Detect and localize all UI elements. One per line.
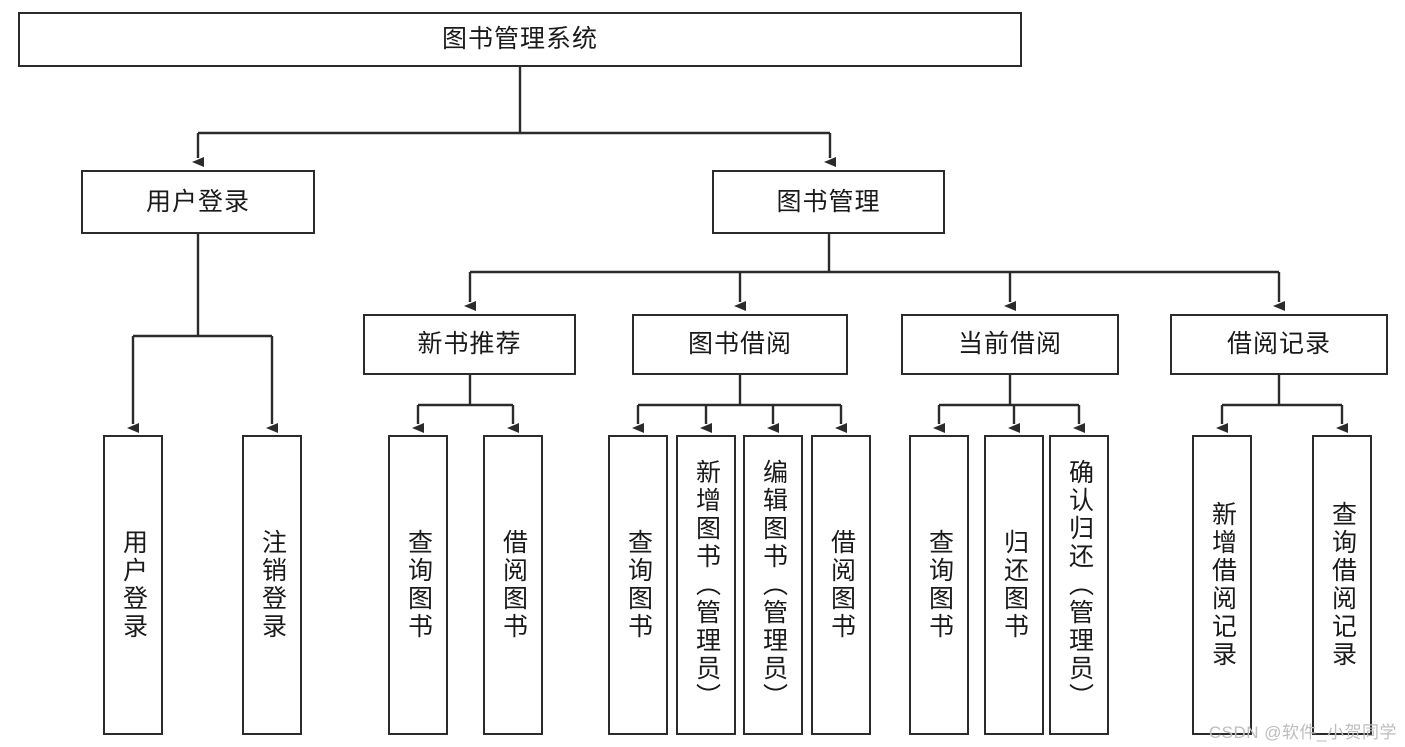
node-borrow-record[interactable]: 借阅记录 <box>1170 314 1388 375</box>
node-borrow-record-label: 借阅记录 <box>1226 330 1331 358</box>
node-book-manage[interactable]: 图书管理 <box>712 170 945 234</box>
node-leaf-query-book-1[interactable]: 查询图书 <box>388 435 448 735</box>
node-leaf-confirm-return-label: 确认归还（管理员） <box>1065 459 1094 711</box>
node-leaf-query-record-label: 查询借阅记录 <box>1328 501 1357 669</box>
node-leaf-add-record-label: 新增借阅记录 <box>1208 501 1237 669</box>
node-leaf-user-login[interactable]: 用户登录 <box>103 435 163 735</box>
node-leaf-return-book-label: 归还图书 <box>1000 529 1029 641</box>
node-leaf-edit-book[interactable]: 编辑图书（管理员） <box>743 435 803 735</box>
node-leaf-user-login-label: 用户登录 <box>119 529 148 641</box>
node-leaf-query-book-1-label: 查询图书 <box>404 529 433 641</box>
node-leaf-query-book-2[interactable]: 查询图书 <box>608 435 668 735</box>
node-leaf-borrow-book-2[interactable]: 借阅图书 <box>811 435 871 735</box>
node-leaf-add-record[interactable]: 新增借阅记录 <box>1192 435 1252 735</box>
node-leaf-borrow-book-1-label: 借阅图书 <box>499 529 528 641</box>
node-leaf-add-book[interactable]: 新增图书（管理员） <box>676 435 736 735</box>
node-current-borrow[interactable]: 当前借阅 <box>901 314 1119 375</box>
node-current-borrow-label: 当前借阅 <box>957 330 1062 358</box>
node-leaf-user-logout[interactable]: 注销登录 <box>242 435 302 735</box>
watermark: CSDN @软件_小贺同学 <box>1208 723 1397 742</box>
node-new-book-recommend-label: 新书推荐 <box>417 330 522 358</box>
node-root[interactable]: 图书管理系统 <box>18 12 1022 67</box>
node-root-label: 图书管理系统 <box>441 25 598 53</box>
node-leaf-borrow-book-2-label: 借阅图书 <box>827 529 856 641</box>
node-user-login[interactable]: 用户登录 <box>81 170 315 234</box>
node-leaf-query-book-3[interactable]: 查询图书 <box>909 435 969 735</box>
node-book-borrow[interactable]: 图书借阅 <box>632 314 848 375</box>
node-leaf-return-book[interactable]: 归还图书 <box>984 435 1044 735</box>
node-leaf-query-record[interactable]: 查询借阅记录 <box>1312 435 1372 735</box>
node-leaf-borrow-book-1[interactable]: 借阅图书 <box>483 435 543 735</box>
node-user-login-label: 用户登录 <box>145 187 250 216</box>
node-book-borrow-label: 图书借阅 <box>687 330 792 358</box>
node-book-manage-label: 图书管理 <box>776 187 881 216</box>
node-leaf-confirm-return[interactable]: 确认归还（管理员） <box>1049 435 1109 735</box>
node-leaf-query-book-2-label: 查询图书 <box>624 529 653 641</box>
node-leaf-user-logout-label: 注销登录 <box>258 529 287 641</box>
node-leaf-edit-book-label: 编辑图书（管理员） <box>759 459 788 711</box>
node-leaf-query-book-3-label: 查询图书 <box>925 529 954 641</box>
node-new-book-recommend[interactable]: 新书推荐 <box>363 314 576 375</box>
node-leaf-add-book-label: 新增图书（管理员） <box>692 459 721 711</box>
